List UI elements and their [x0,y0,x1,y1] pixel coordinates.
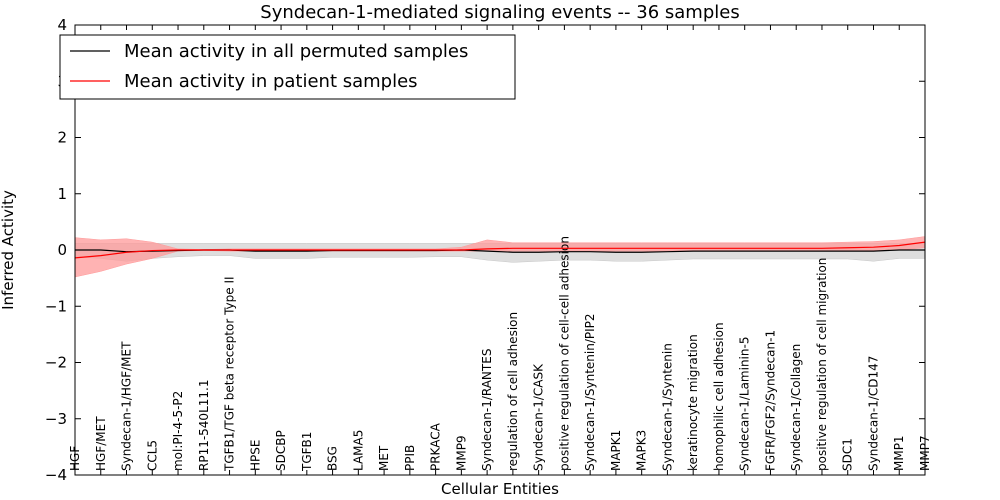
legend-box [59,34,516,100]
series-line-1 [74,241,926,259]
x-tick-label: MAPK3 [635,430,649,471]
x-tick-label: CCL5 [145,440,159,471]
y-tick-label: 1 [57,185,67,203]
x-tick-label: BSG [326,446,340,471]
y-tick-label: −1 [45,297,67,315]
x-tick-label: HGF/MET [94,416,108,471]
x-tick-label: TGFB1/TGF beta receptor Type II [223,276,237,472]
y-tick-label: 0 [57,241,67,259]
x-tick-label: positive regulation of cell-cell adhesio… [557,236,571,471]
x-tick-label: keratinocyte migration [686,334,700,471]
y-axis-label: Inferred Activity [0,190,17,310]
x-tick-label: homophilic cell adhesion [712,322,726,471]
x-tick-label: RP11-540L11.1 [197,380,211,471]
chart-title: Syndecan-1-mediated signaling events -- … [260,2,739,23]
x-tick-label: MAPK1 [609,430,623,471]
x-tick-label: Syndecan-1/CASK [532,363,546,471]
legend-label: Mean activity in patient samples [124,71,418,92]
x-tick-label: Syndecan-1/Collagen [789,344,803,471]
x-tick-label: Syndecan-1/HGF/MET [120,341,134,471]
x-tick-label: PPIB [403,445,417,471]
x-tick-label: mol:PI-4-5-P2 [171,391,185,471]
x-tick-label: MMP9 [454,435,468,471]
x-tick-label: regulation of cell adhesion [506,312,520,471]
x-tick-label: PRKACA [429,422,443,471]
y-tick-label: −2 [45,354,67,372]
x-tick-label: Syndecan-1/Laminin-5 [738,337,752,471]
x-tick-label: Syndecan-1/Syntenin [660,343,674,471]
x-tick-label: Syndecan-1/Syntenin/PIP2 [583,313,597,471]
x-tick-label: positive regulation of cell migration [815,258,829,471]
y-tick-label: −4 [45,466,67,484]
x-tick-label: MET [377,445,391,471]
x-tick-label: Syndecan-1/RANTES [480,349,494,471]
x-tick-label: FGFR/FGF2/Syndecan-1 [763,330,777,471]
x-tick-label: LAMA5 [351,430,365,471]
y-tick-label: 2 [57,129,67,147]
x-tick-label: TGFB1 [300,432,314,472]
x-axis-label: Cellular Entities [441,480,559,498]
x-tick-label: HPSE [248,440,262,471]
x-tick-label: Syndecan-1/CD147 [866,356,880,471]
x-tick-label: SDC1 [841,438,855,471]
y-tick-label: −3 [45,410,67,428]
axes-frame [74,24,926,476]
x-tick-label: SDCBP [274,430,288,471]
x-tick-label: MMP1 [892,435,906,471]
y-tick-label: 4 [57,16,67,34]
legend-label: Mean activity in all permuted samples [124,41,468,62]
